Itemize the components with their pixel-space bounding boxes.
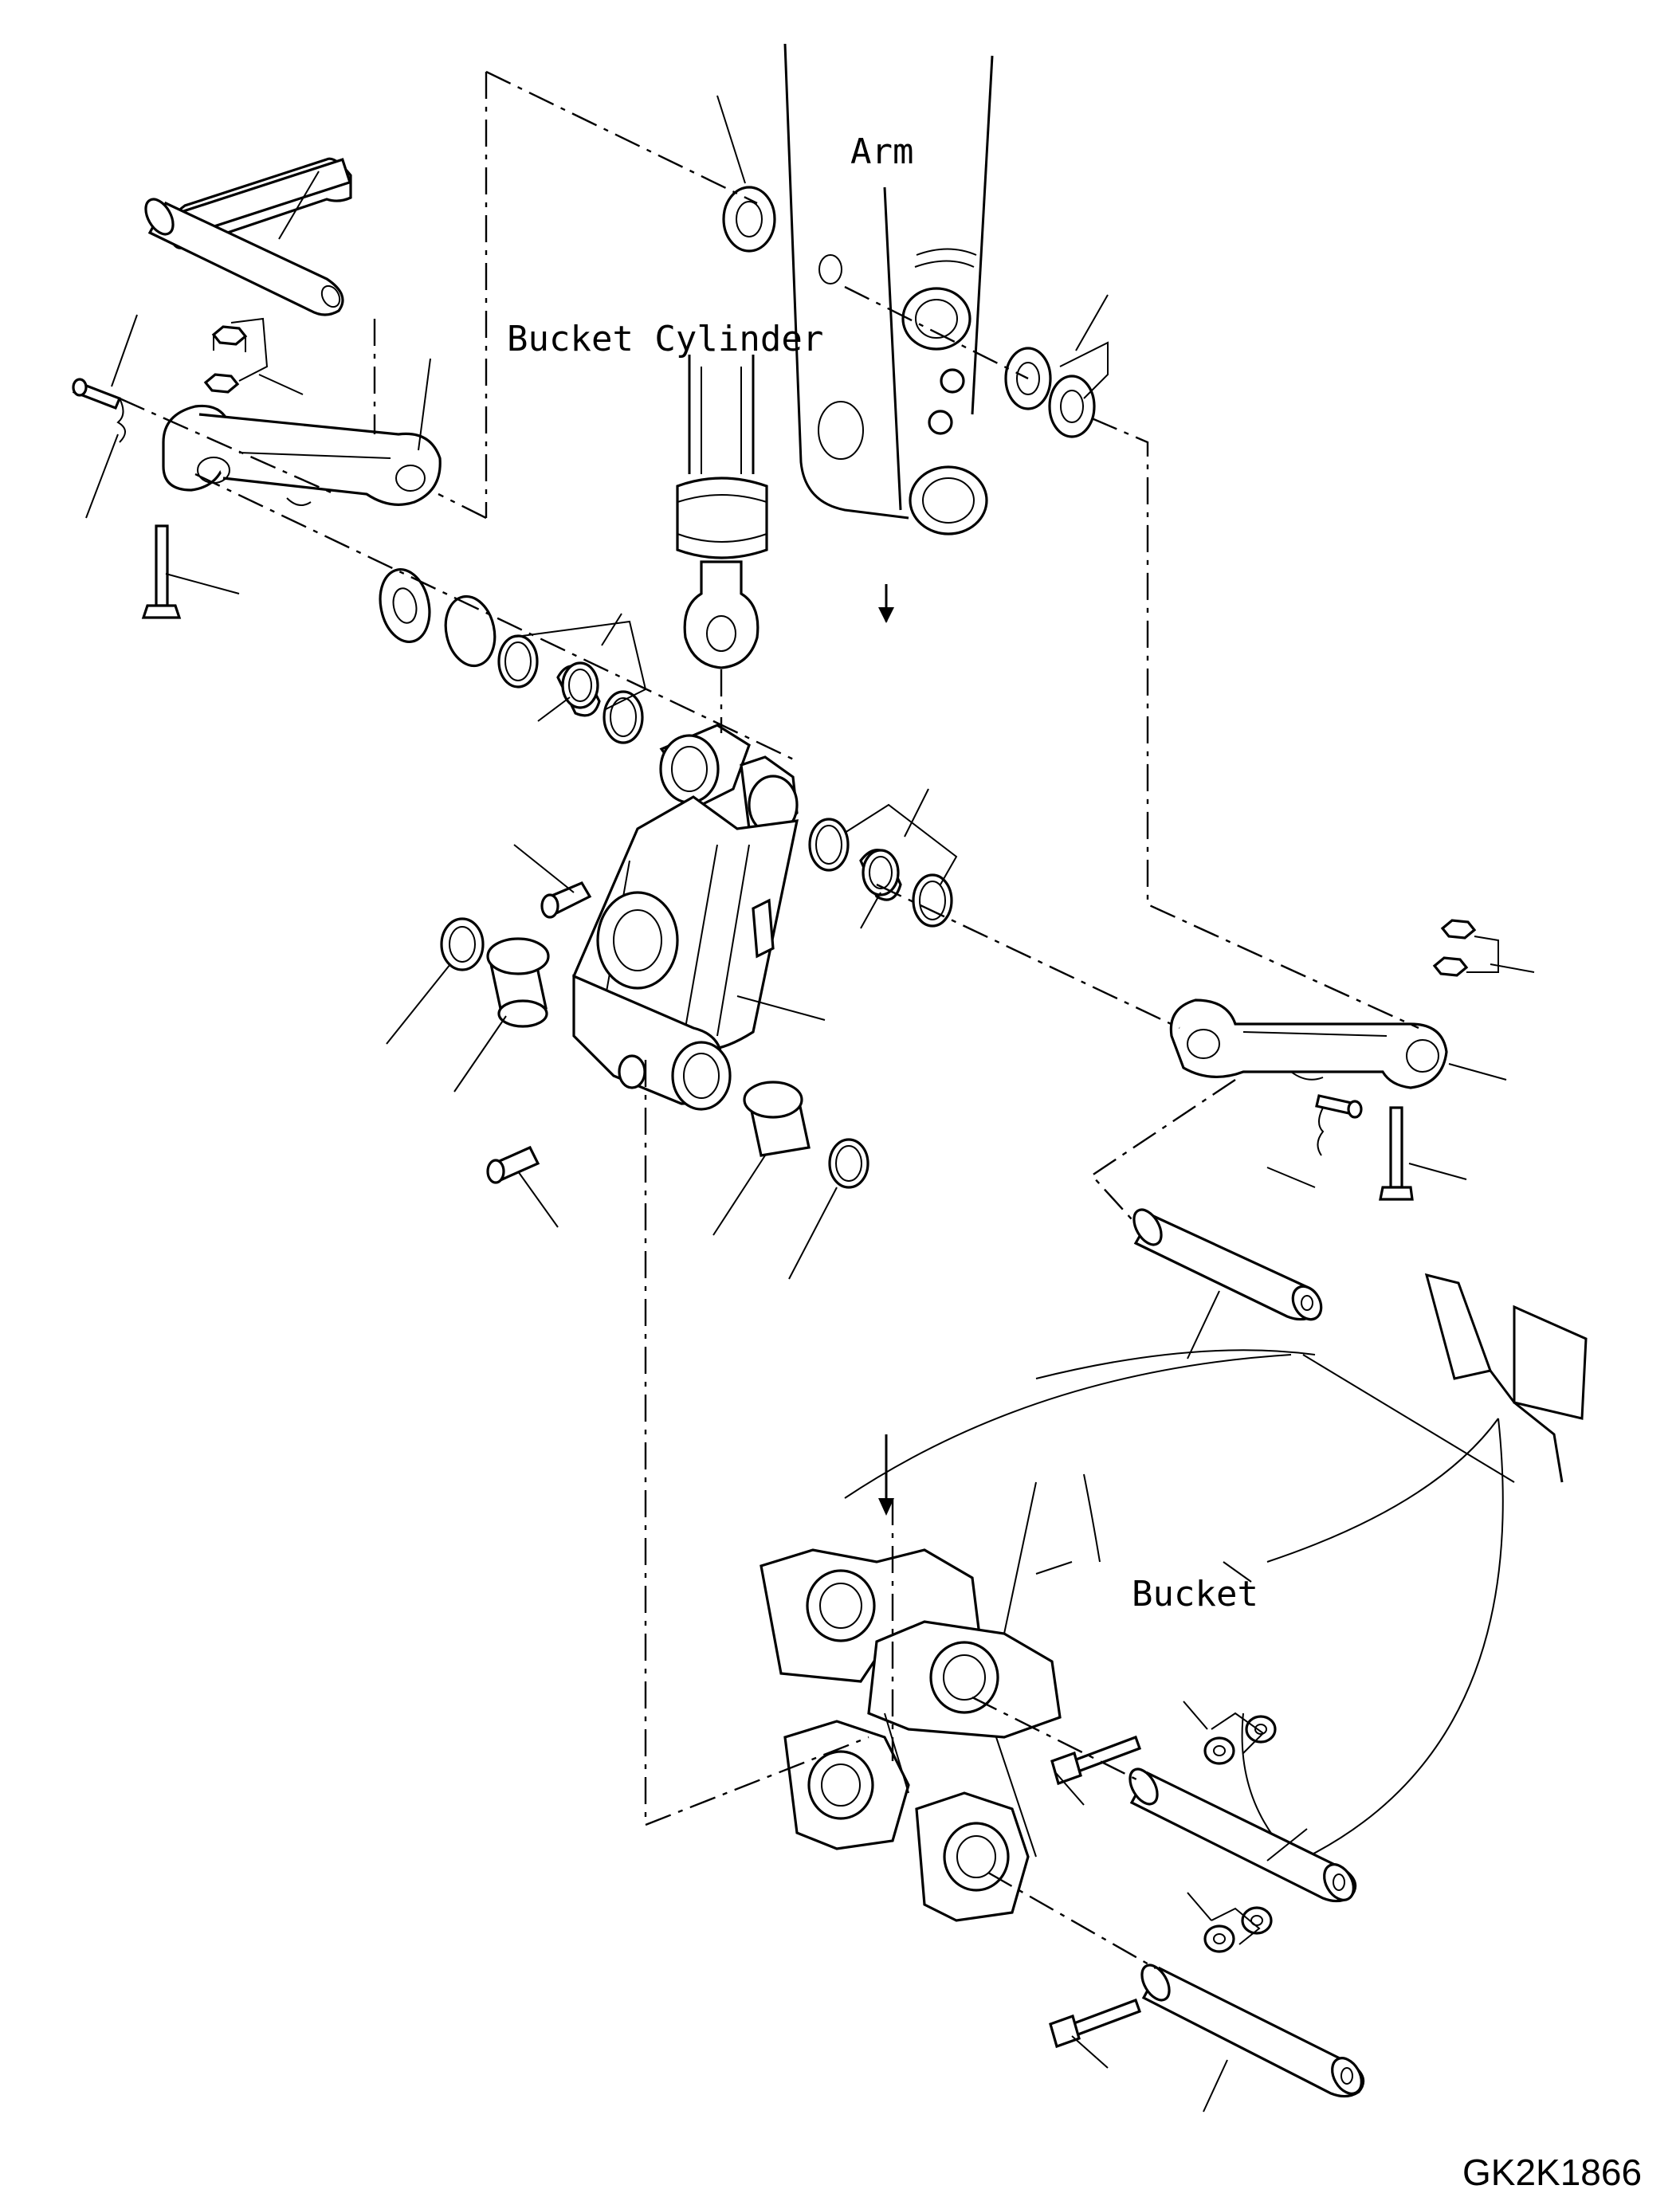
left-long-bolt	[141, 524, 182, 619]
arm-shims	[1004, 347, 1096, 438]
bucket-lower-nuts	[1203, 1906, 1273, 1953]
bucket-cylinder	[676, 355, 768, 669]
grease-fitting-lower	[486, 1145, 540, 1184]
left-pin	[144, 198, 344, 316]
right-pin	[1132, 1208, 1323, 1321]
lower-bushing	[743, 1081, 869, 1189]
grease-fitting-upper	[540, 881, 592, 919]
left-link	[162, 157, 442, 506]
arm-label: Arm	[850, 131, 913, 172]
bucket	[760, 1273, 1588, 1922]
assembly-lines	[119, 70, 1419, 1970]
bracket-ties	[230, 317, 1499, 1945]
leader-lines	[85, 95, 1535, 2113]
left-nuts	[203, 325, 248, 394]
right-small-bolt	[1315, 1094, 1363, 1156]
top-washer	[722, 186, 776, 253]
bucket-lower-bolt	[1049, 1998, 1142, 2049]
left-washers	[379, 567, 497, 668]
drawing-code: GK2K1866	[1462, 2152, 1642, 2193]
right-link	[1169, 998, 1448, 1089]
bucket-lower-pin	[1140, 1964, 1365, 2098]
right-seals-bushing	[808, 818, 953, 928]
bucket-cylinder-label: Bucket Cylinder	[507, 319, 823, 359]
bucket-upper-nuts	[1203, 1715, 1277, 1765]
right-nuts	[1432, 919, 1477, 977]
left-seals-bushing	[497, 634, 644, 744]
right-long-bolt	[1379, 1106, 1414, 1201]
bucket-upper-pin	[1129, 1767, 1357, 1903]
left-small-bolt	[72, 378, 126, 443]
bucket-label: Bucket	[1132, 1574, 1258, 1614]
h-link	[572, 724, 799, 1111]
left-lower-bushing	[440, 917, 550, 1028]
arm	[783, 43, 994, 623]
